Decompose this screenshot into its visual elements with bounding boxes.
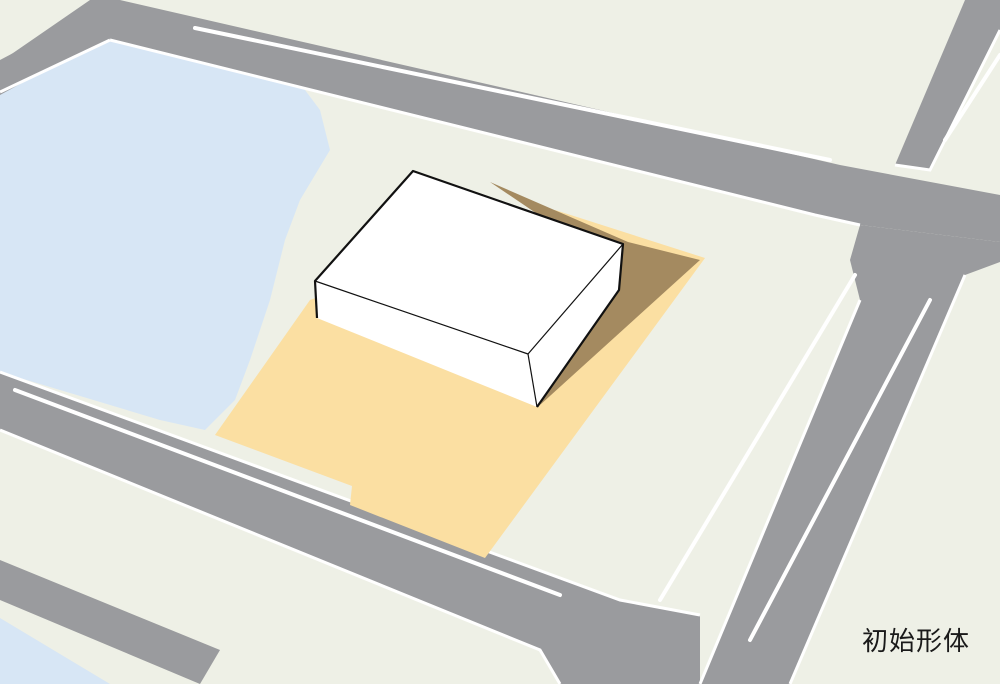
block-edge <box>314 280 529 355</box>
road-top-left <box>0 10 110 95</box>
block-edge <box>527 243 624 355</box>
water-body-lower <box>0 618 110 684</box>
building-shadow <box>490 182 700 405</box>
road-edges <box>0 29 1000 684</box>
road-top <box>0 0 1000 242</box>
diagram-caption: 初始形体 <box>861 627 970 657</box>
road-top-right <box>895 0 1000 170</box>
initial-massing-block <box>313 169 625 408</box>
block-edge <box>527 353 538 408</box>
block-top-face <box>315 171 623 354</box>
block-outline <box>313 169 625 408</box>
block-right-face <box>528 244 623 407</box>
road-bottom-left <box>0 560 220 684</box>
water-body <box>0 30 330 430</box>
block-front-face <box>315 281 537 407</box>
lane-markings <box>13 26 1000 642</box>
